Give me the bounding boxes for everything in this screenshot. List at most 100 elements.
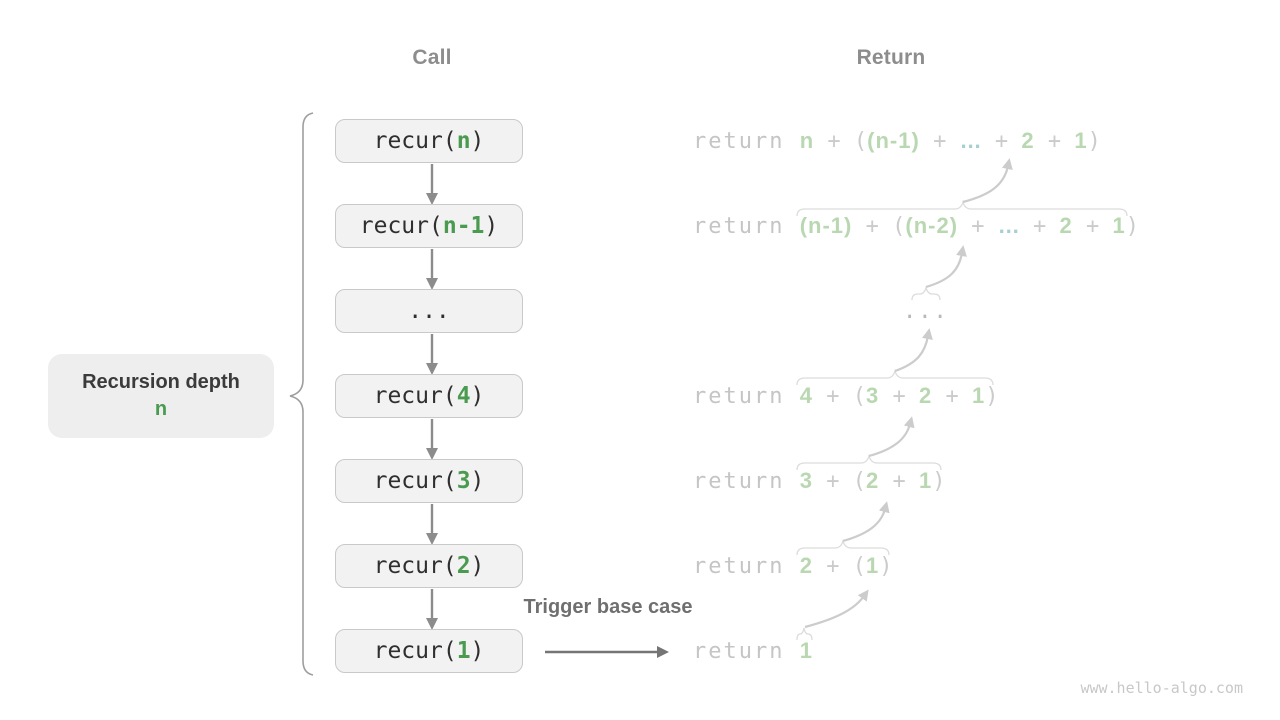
- return-segment: +: [879, 384, 919, 409]
- return-segment: return: [693, 129, 800, 154]
- return-segment: 2: [918, 383, 933, 408]
- call-box: recur(n): [335, 119, 523, 163]
- return-segment: return: [693, 554, 800, 579]
- return-segment: (n-2): [905, 213, 959, 238]
- return-segment: 2: [1059, 213, 1073, 238]
- return-segment: return: [693, 384, 800, 409]
- return-segment: return: [693, 639, 800, 664]
- return-segment: return: [693, 214, 800, 239]
- call-column-header: Call: [412, 46, 452, 69]
- return-segment: +: [812, 469, 853, 494]
- return-segment: …: [959, 128, 982, 153]
- call-box: recur(1): [335, 629, 523, 673]
- return-segment: ): [985, 384, 999, 409]
- call-box: ...: [335, 289, 523, 333]
- return-segment: +: [919, 129, 960, 154]
- return-segment: +: [852, 214, 893, 239]
- recursion-depth-value: n: [154, 398, 168, 420]
- return-segment: ): [1087, 129, 1101, 154]
- return-flow-arrow: [868, 416, 915, 458]
- return-segment: return: [693, 469, 800, 494]
- call-box-text: recur(: [373, 128, 457, 154]
- return-segment: 3: [865, 383, 880, 408]
- return-segment: ...: [903, 299, 949, 324]
- return-segment: (: [853, 129, 868, 154]
- return-segment: 1: [1074, 128, 1088, 153]
- return-segment: ): [932, 469, 946, 494]
- return-segment: n: [799, 128, 815, 153]
- return-segment: +: [879, 469, 919, 494]
- return-statement: ...: [903, 296, 949, 326]
- call-box-text: recur(: [373, 383, 457, 409]
- return-statement: return 4 + (3 + 2 + 1): [693, 381, 998, 411]
- call-box-text: ): [484, 213, 499, 239]
- call-box-text: ): [470, 468, 485, 494]
- return-statement: return 2 + (1): [693, 551, 892, 581]
- call-box-text: n-1: [442, 213, 485, 239]
- return-segment: 2: [799, 553, 813, 578]
- call-box: recur(n-1): [335, 204, 523, 248]
- return-segment: +: [1019, 214, 1060, 239]
- return-segment: +: [932, 384, 972, 409]
- return-statement: return (n-1) + ((n-2) + … + 2 + 1): [693, 211, 1139, 241]
- call-box: recur(4): [335, 374, 523, 418]
- return-segment: 1: [1112, 213, 1126, 238]
- return-segment: 4: [799, 383, 813, 408]
- return-statement: return 3 + (2 + 1): [693, 466, 945, 496]
- return-flow-arrow: [925, 245, 967, 289]
- recursion-depth-label: Recursion depth n: [48, 354, 274, 438]
- call-box-text: recur(: [373, 638, 457, 664]
- return-segment: 1: [799, 638, 813, 663]
- return-segment: +: [1034, 129, 1075, 154]
- return-segment: +: [981, 129, 1022, 154]
- return-segment: (: [892, 214, 906, 239]
- call-box-text: ): [470, 128, 485, 154]
- return-flow-arrow: [804, 589, 869, 629]
- return-flow-arrow: [842, 501, 890, 543]
- call-box-text: ): [470, 553, 485, 579]
- call-box-text: ): [470, 638, 485, 664]
- return-segment: ): [879, 554, 893, 579]
- return-segment: (n-1): [799, 213, 853, 238]
- return-segment: (: [852, 554, 866, 579]
- return-statement: return 1: [693, 636, 813, 666]
- call-box-text: n: [456, 128, 471, 154]
- return-segment: ): [1125, 214, 1140, 239]
- return-column-header: Return: [856, 46, 926, 69]
- return-segment: +: [812, 554, 853, 579]
- trigger-base-case-label: Trigger base case: [523, 596, 693, 618]
- recursion-depth-brace: [289, 112, 314, 676]
- return-segment: +: [958, 214, 998, 239]
- return-segment: +: [814, 129, 854, 154]
- return-statement: return n + ((n-1) + … + 2 + 1): [693, 126, 1101, 156]
- call-box-text: ...: [408, 298, 450, 324]
- return-segment: 1: [971, 383, 986, 408]
- return-segment: (: [852, 469, 866, 494]
- call-box-text: ): [470, 383, 485, 409]
- return-overbrace: [796, 627, 813, 641]
- call-box-text: 3: [456, 468, 471, 494]
- return-segment: 1: [918, 468, 933, 493]
- return-segment: 1: [865, 553, 880, 578]
- return-segment: (n-1): [867, 128, 920, 153]
- return-segment: (: [852, 384, 866, 409]
- return-flow-arrow: [894, 328, 933, 373]
- call-box-text: recur(: [359, 213, 443, 239]
- return-segment: 2: [865, 468, 880, 493]
- return-segment: +: [1072, 214, 1113, 239]
- call-box-text: recur(: [373, 553, 457, 579]
- return-segment: +: [812, 384, 853, 409]
- recursion-depth-title: Recursion depth: [82, 371, 240, 393]
- watermark: www.hello-algo.com: [1080, 679, 1243, 697]
- call-box: recur(3): [335, 459, 523, 503]
- call-box-text: 1: [456, 638, 471, 664]
- call-box-text: recur(: [373, 468, 457, 494]
- return-overbrace: [911, 285, 941, 301]
- call-box: recur(2): [335, 544, 523, 588]
- call-box-text: 2: [456, 553, 471, 579]
- return-segment: 2: [1021, 128, 1035, 153]
- return-segment: 3: [799, 468, 813, 493]
- return-segment: …: [997, 213, 1020, 238]
